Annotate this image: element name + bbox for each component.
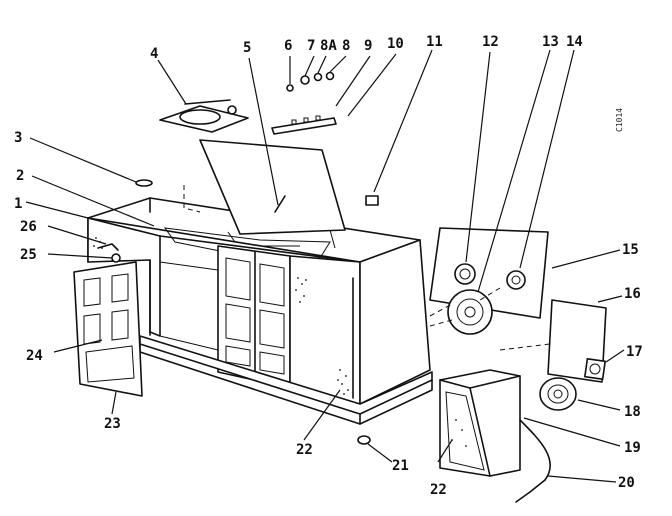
label-19: 19	[624, 440, 641, 456]
leader-lines	[25, 49, 625, 483]
label-23: 23	[104, 416, 121, 432]
cabinet	[87, 197, 433, 425]
label-20: 20	[618, 475, 635, 491]
speaker-14	[506, 270, 526, 290]
label-8A: 8A	[320, 38, 337, 54]
label-6: 6	[284, 38, 292, 54]
label-1: 1	[14, 196, 22, 212]
foot-21	[357, 435, 371, 445]
label-25: 25	[20, 247, 37, 263]
left-door	[73, 261, 143, 397]
label-11: 11	[426, 34, 443, 50]
side-code: C1014	[615, 108, 624, 132]
label-22-cabinet: 22	[296, 442, 313, 458]
speaker-12	[454, 263, 476, 285]
label-17: 17	[626, 344, 643, 360]
label-7: 7	[307, 38, 315, 54]
label-14: 14	[566, 34, 583, 50]
label-12: 12	[482, 34, 499, 50]
label-26: 26	[20, 219, 37, 235]
label-21: 21	[392, 458, 409, 474]
speaker-board	[547, 299, 607, 383]
label-13: 13	[542, 34, 559, 50]
label-8: 8	[342, 38, 350, 54]
alignment-lines	[183, 185, 551, 351]
part-25	[111, 253, 121, 263]
speaker-cabinet	[439, 369, 551, 503]
label-4: 4	[150, 46, 158, 62]
control-panel	[271, 71, 337, 135]
record-changer	[159, 99, 249, 133]
cabinet-grain	[451, 419, 467, 447]
label-3: 3	[14, 130, 22, 146]
speaker-18	[539, 377, 577, 411]
label-18: 18	[624, 404, 641, 420]
knob-3	[135, 179, 153, 187]
label-22-speaker: 22	[430, 482, 447, 498]
label-5: 5	[243, 40, 251, 56]
label-2: 2	[16, 168, 24, 184]
label-24: 24	[26, 348, 43, 364]
part-11	[365, 195, 379, 206]
part-labels: 1 2 3 4 5 6 7 8A 8 9 10 11 12 13 14 15 1…	[14, 34, 643, 498]
speaker-17	[584, 358, 606, 380]
speaker-13	[447, 289, 493, 335]
part-26	[97, 243, 119, 251]
back-panel	[429, 227, 549, 335]
label-15: 15	[622, 242, 639, 258]
raised-lid	[199, 139, 346, 249]
grille-texture	[295, 277, 349, 395]
label-16: 16	[624, 286, 641, 302]
label-10: 10	[387, 36, 404, 52]
label-9: 9	[364, 38, 372, 54]
part-5-screw	[274, 195, 286, 213]
